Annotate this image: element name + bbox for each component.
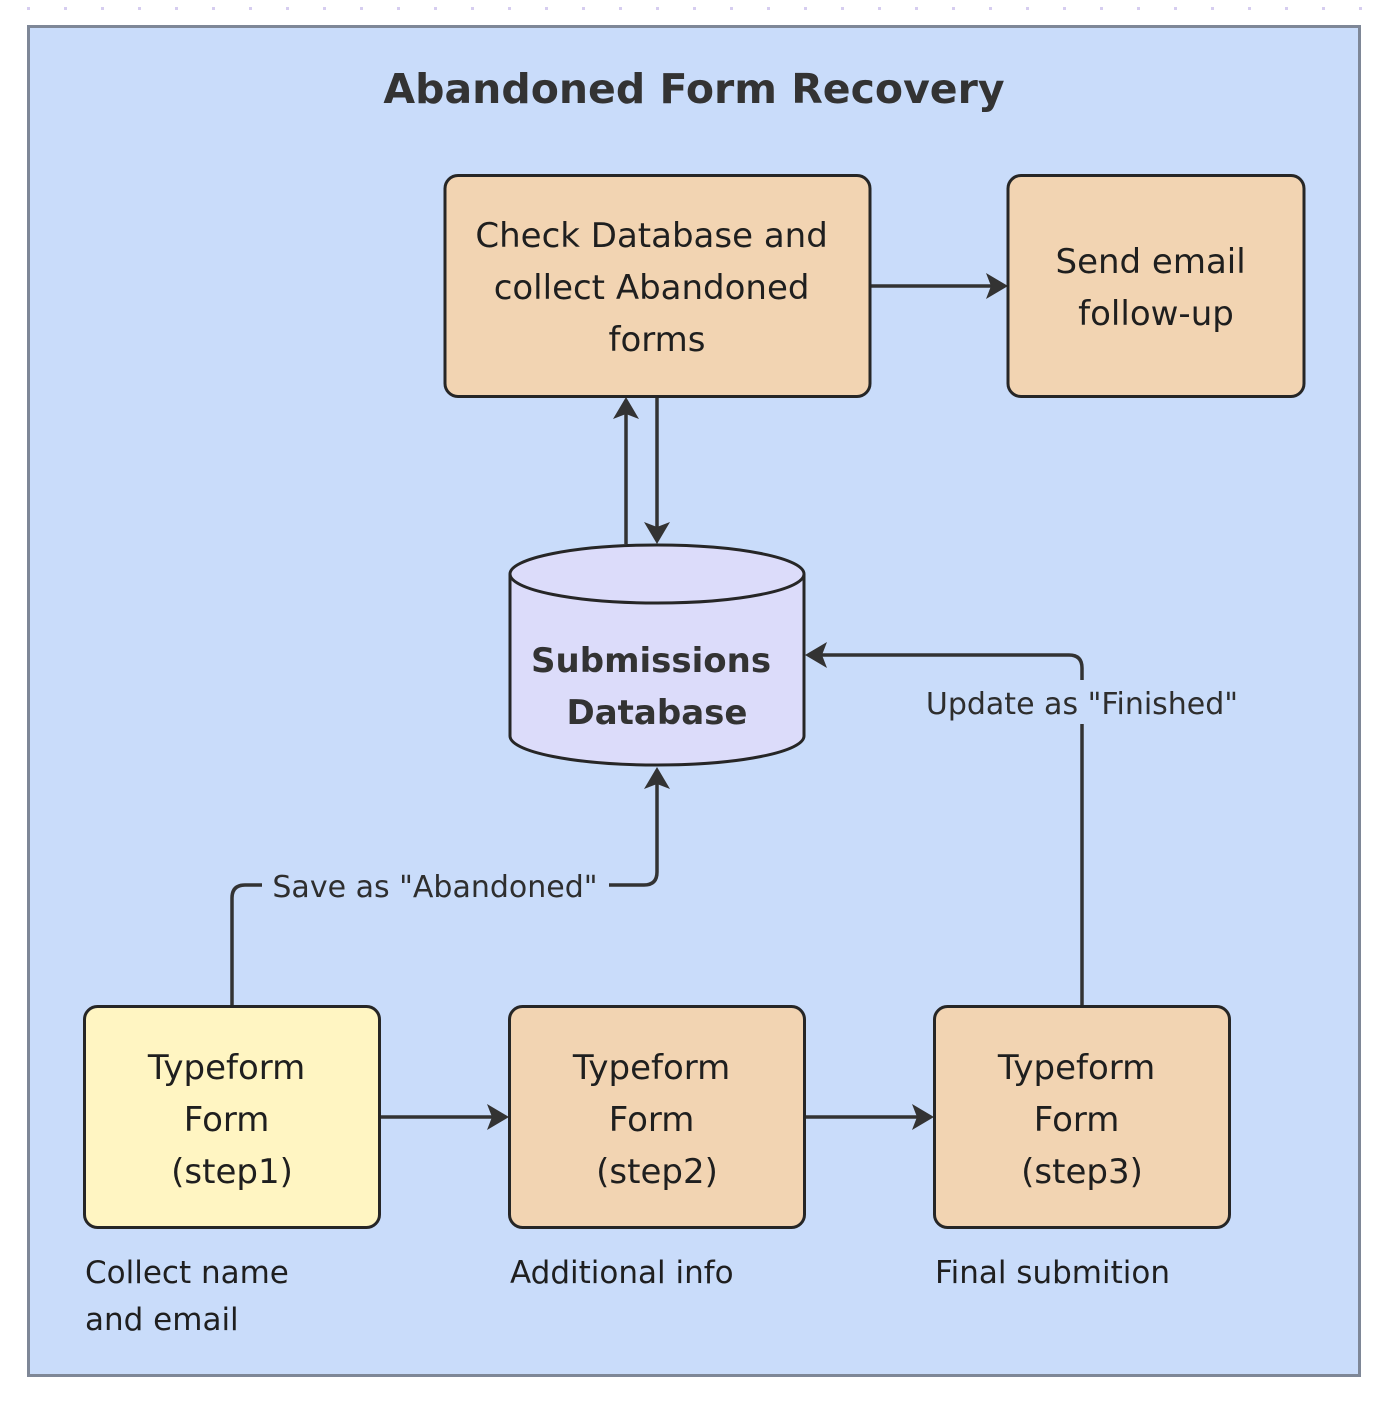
canvas-dot xyxy=(730,7,733,10)
node-label: Submissions Database xyxy=(531,641,783,733)
edge-database-to-check-db[interactable] xyxy=(613,397,639,544)
canvas-dot xyxy=(175,7,178,10)
canvas-dot xyxy=(508,7,511,10)
note-step1: Collect name and email xyxy=(85,1255,299,1338)
canvas-dot xyxy=(989,7,992,10)
canvas-dot xyxy=(841,7,844,10)
node-typeform-step3[interactable]: Typeform Form (step3) xyxy=(933,1005,1231,1229)
canvas-dot xyxy=(619,7,622,10)
node-check-database[interactable]: Check Database and collect Abandoned for… xyxy=(443,174,872,398)
canvas-dot xyxy=(471,7,474,10)
canvas-dot xyxy=(767,7,770,10)
edge-label-update-finished: Update as "Finished" xyxy=(926,687,1238,722)
edge-check-db-to-send-email[interactable] xyxy=(871,273,1008,299)
node-submissions-database[interactable]: Submissions Database xyxy=(508,543,806,767)
node-label: Send email follow-up xyxy=(1055,242,1256,334)
arrowhead-icon xyxy=(613,397,639,419)
edges: Save as "Abandoned" Update as "Finished" xyxy=(230,273,1238,1130)
node-label: Typeform Form (step2) xyxy=(572,1048,741,1192)
canvas-dot xyxy=(434,7,437,10)
canvas-dot xyxy=(693,7,696,10)
database-cylinder-rim xyxy=(508,573,806,605)
node-label: Typeform Form (step3) xyxy=(997,1048,1166,1192)
node-typeform-step1[interactable]: Typeform Form (step1) xyxy=(83,1005,381,1229)
canvas-dot xyxy=(286,7,289,10)
canvas-dot xyxy=(101,7,104,10)
canvas-dot xyxy=(360,7,363,10)
node-label: Typeform Form (step1) xyxy=(147,1048,316,1192)
canvas-dot xyxy=(545,7,548,10)
edge-check-db-to-database[interactable] xyxy=(644,397,670,544)
node-box xyxy=(933,1005,1231,1229)
arrowhead-icon xyxy=(644,522,670,544)
canvas-dot xyxy=(1211,7,1214,10)
canvas-dot xyxy=(878,7,881,10)
node-typeform-step2[interactable]: Typeform Form (step2) xyxy=(508,1005,806,1229)
canvas-dot xyxy=(1359,7,1362,10)
canvas-dot xyxy=(1026,7,1029,10)
canvas-dot-grid xyxy=(27,7,1362,10)
canvas-dot xyxy=(27,7,30,10)
edge-step1-to-step2[interactable] xyxy=(381,1104,509,1130)
canvas-dot xyxy=(64,7,67,10)
arrowhead-icon xyxy=(912,1104,934,1130)
edge-step3-to-database[interactable]: Update as "Finished" xyxy=(805,642,1238,1006)
canvas-dot xyxy=(804,7,807,10)
arrowhead-icon xyxy=(986,273,1008,299)
node-send-email[interactable]: Send email follow-up xyxy=(1006,174,1306,398)
note-step2: Additional info xyxy=(510,1255,734,1291)
diagram-title: Abandoned Form Recovery xyxy=(383,65,1004,113)
canvas-dot xyxy=(1248,7,1251,10)
arrowhead-icon xyxy=(805,642,827,668)
edge-label-save-abandoned: Save as "Abandoned" xyxy=(272,870,597,905)
canvas-dot xyxy=(1063,7,1066,10)
canvas-dot xyxy=(1285,7,1288,10)
node-box xyxy=(83,1005,381,1229)
canvas-dot xyxy=(138,7,141,10)
canvas-dot xyxy=(915,7,918,10)
canvas-dot xyxy=(397,7,400,10)
canvas-dot xyxy=(323,7,326,10)
canvas-dot xyxy=(1137,7,1140,10)
node-box xyxy=(443,174,872,398)
canvas-dot xyxy=(249,7,252,10)
canvas-dot xyxy=(1100,7,1103,10)
canvas-dot xyxy=(1322,7,1325,10)
arrowhead-icon xyxy=(644,767,670,789)
edge-step2-to-step3[interactable] xyxy=(806,1104,934,1130)
node-box xyxy=(508,1005,806,1229)
arrowhead-icon xyxy=(487,1104,509,1130)
node-label: Check Database and collect Abandoned for… xyxy=(475,216,838,360)
edge-step1-to-database[interactable]: Save as "Abandoned" xyxy=(230,767,670,1006)
canvas-dot xyxy=(582,7,585,10)
canvas-dot xyxy=(952,7,955,10)
canvas-dot xyxy=(1174,7,1177,10)
node-box xyxy=(1006,174,1306,398)
canvas-dot xyxy=(656,7,659,10)
canvas-dot xyxy=(212,7,215,10)
note-step3: Final submition xyxy=(935,1255,1170,1291)
